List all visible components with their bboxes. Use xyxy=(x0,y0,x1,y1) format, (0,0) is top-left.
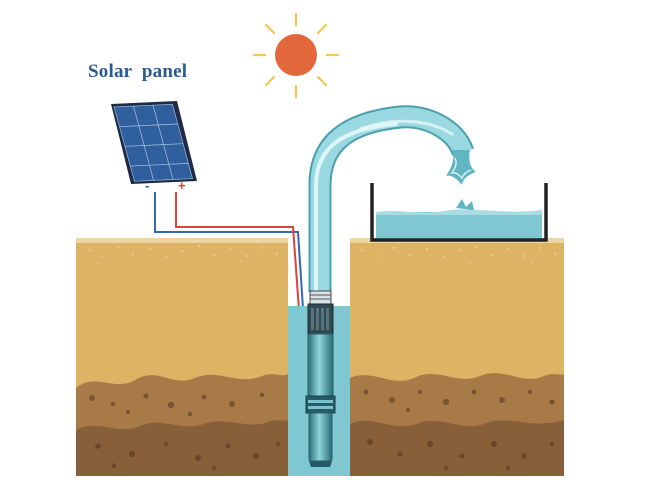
solar-panel-icon xyxy=(111,101,197,184)
water-tank-icon xyxy=(370,183,548,242)
solar-panel-label: Solar panel xyxy=(88,61,188,82)
positive-terminal-label: + xyxy=(178,178,186,193)
sun-icon xyxy=(252,12,340,99)
water-outflow xyxy=(446,150,476,185)
negative-terminal-label: - xyxy=(145,178,150,193)
positive-wire xyxy=(175,192,301,325)
ground-left xyxy=(76,238,288,476)
submersible-pump-icon xyxy=(305,290,336,467)
ground-right xyxy=(350,238,564,476)
negative-wire xyxy=(154,192,305,325)
